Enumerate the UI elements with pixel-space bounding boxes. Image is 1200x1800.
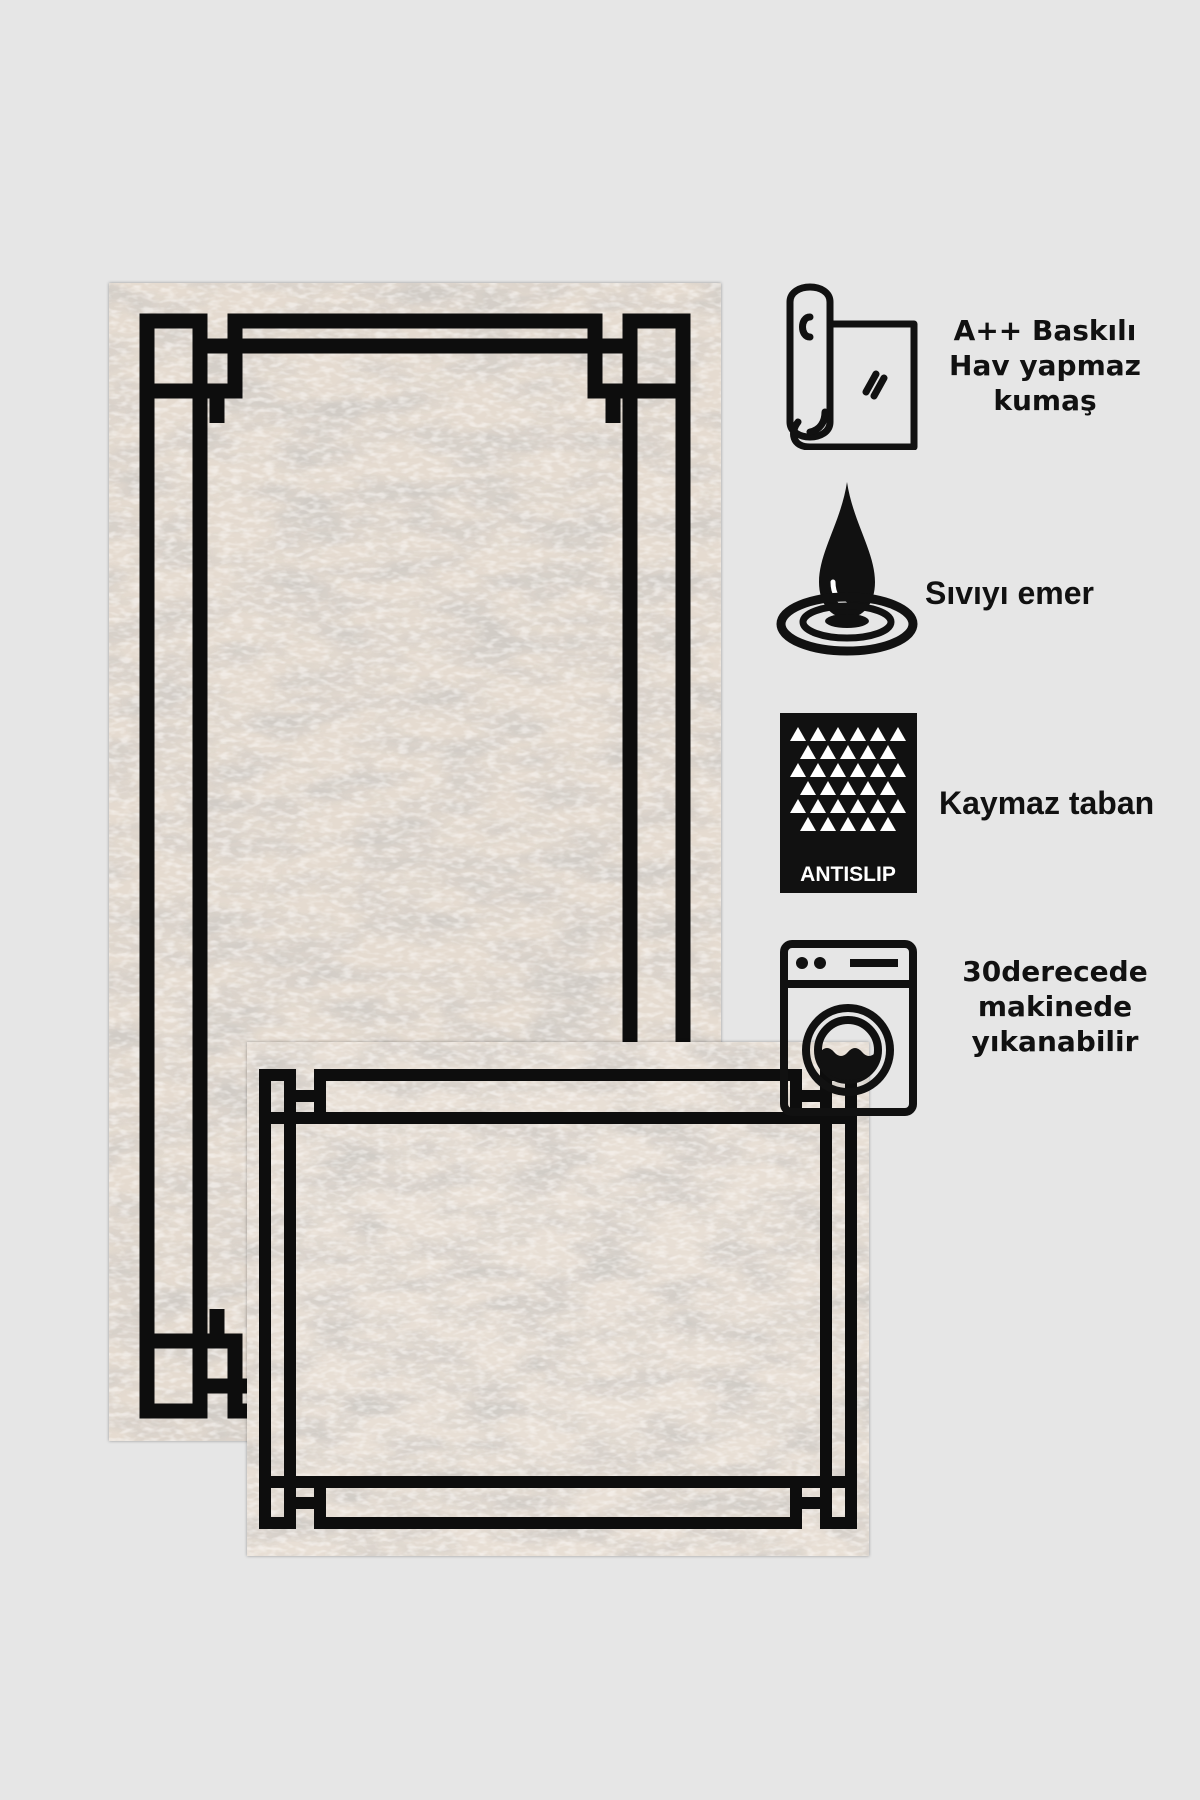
antislip-triangle xyxy=(830,763,846,777)
antislip-triangle xyxy=(820,781,836,795)
antislip-triangle xyxy=(850,799,866,813)
antislip-triangle xyxy=(800,781,816,795)
small-rug-border xyxy=(259,1069,857,1529)
antislip-triangle xyxy=(870,727,886,741)
antislip-triangle xyxy=(880,781,896,795)
antislip-triangle xyxy=(860,781,876,795)
antislip-icon: ANTISLIP xyxy=(780,713,917,893)
antislip-triangle xyxy=(800,745,816,759)
antislip-triangle xyxy=(890,763,906,777)
feature-label: Sıvıyı emer xyxy=(925,575,1094,611)
antislip-triangle xyxy=(840,817,856,831)
antislip-triangle xyxy=(820,817,836,831)
feature-label: 30derecede makinede yıkanabilir xyxy=(962,955,1148,1058)
antislip-triangle xyxy=(800,817,816,831)
feature-machine-washable: 30derecede makinede yıkanabilir xyxy=(780,940,1180,1120)
antislip-triangle xyxy=(790,799,806,813)
feature-absorbs-liquid: Sıvıyı emer xyxy=(775,482,1175,662)
printed-fabric-roll-icon xyxy=(780,282,920,451)
antislip-triangle xyxy=(820,745,836,759)
feature-label: Kaymaz taban xyxy=(939,785,1155,821)
antislip-triangle xyxy=(810,799,826,813)
antislip-badge-text: ANTISLIP xyxy=(800,863,896,886)
liquid-drop-icon xyxy=(775,482,920,657)
antislip-triangle xyxy=(870,763,886,777)
antislip-triangle xyxy=(890,799,906,813)
antislip-triangle xyxy=(840,745,856,759)
antislip-triangle xyxy=(830,799,846,813)
antislip-triangle xyxy=(850,763,866,777)
antislip-triangle xyxy=(830,727,846,741)
washing-machine-icon xyxy=(780,940,917,1116)
antislip-triangle xyxy=(890,727,906,741)
feature-printed-fabric: A++ Baskılı Hav yapmaz kumaş xyxy=(780,282,1160,452)
antislip-triangle xyxy=(880,745,896,759)
small-rug-graphic xyxy=(247,1042,869,1556)
antislip-triangle xyxy=(810,763,826,777)
antislip-triangle xyxy=(850,727,866,741)
antislip-triangle xyxy=(810,727,826,741)
small-rectangular-rug xyxy=(247,1042,869,1556)
antislip-triangle xyxy=(860,745,876,759)
antislip-triangle xyxy=(860,817,876,831)
feature-antislip: ANTISLIP Kaymaz taban xyxy=(780,713,1180,893)
antislip-triangle xyxy=(880,817,896,831)
antislip-triangle xyxy=(870,799,886,813)
antislip-triangle xyxy=(840,781,856,795)
antislip-triangle xyxy=(790,763,806,777)
antislip-triangle xyxy=(790,727,806,741)
feature-label: A++ Baskılı Hav yapmaz kumaş xyxy=(949,314,1141,417)
